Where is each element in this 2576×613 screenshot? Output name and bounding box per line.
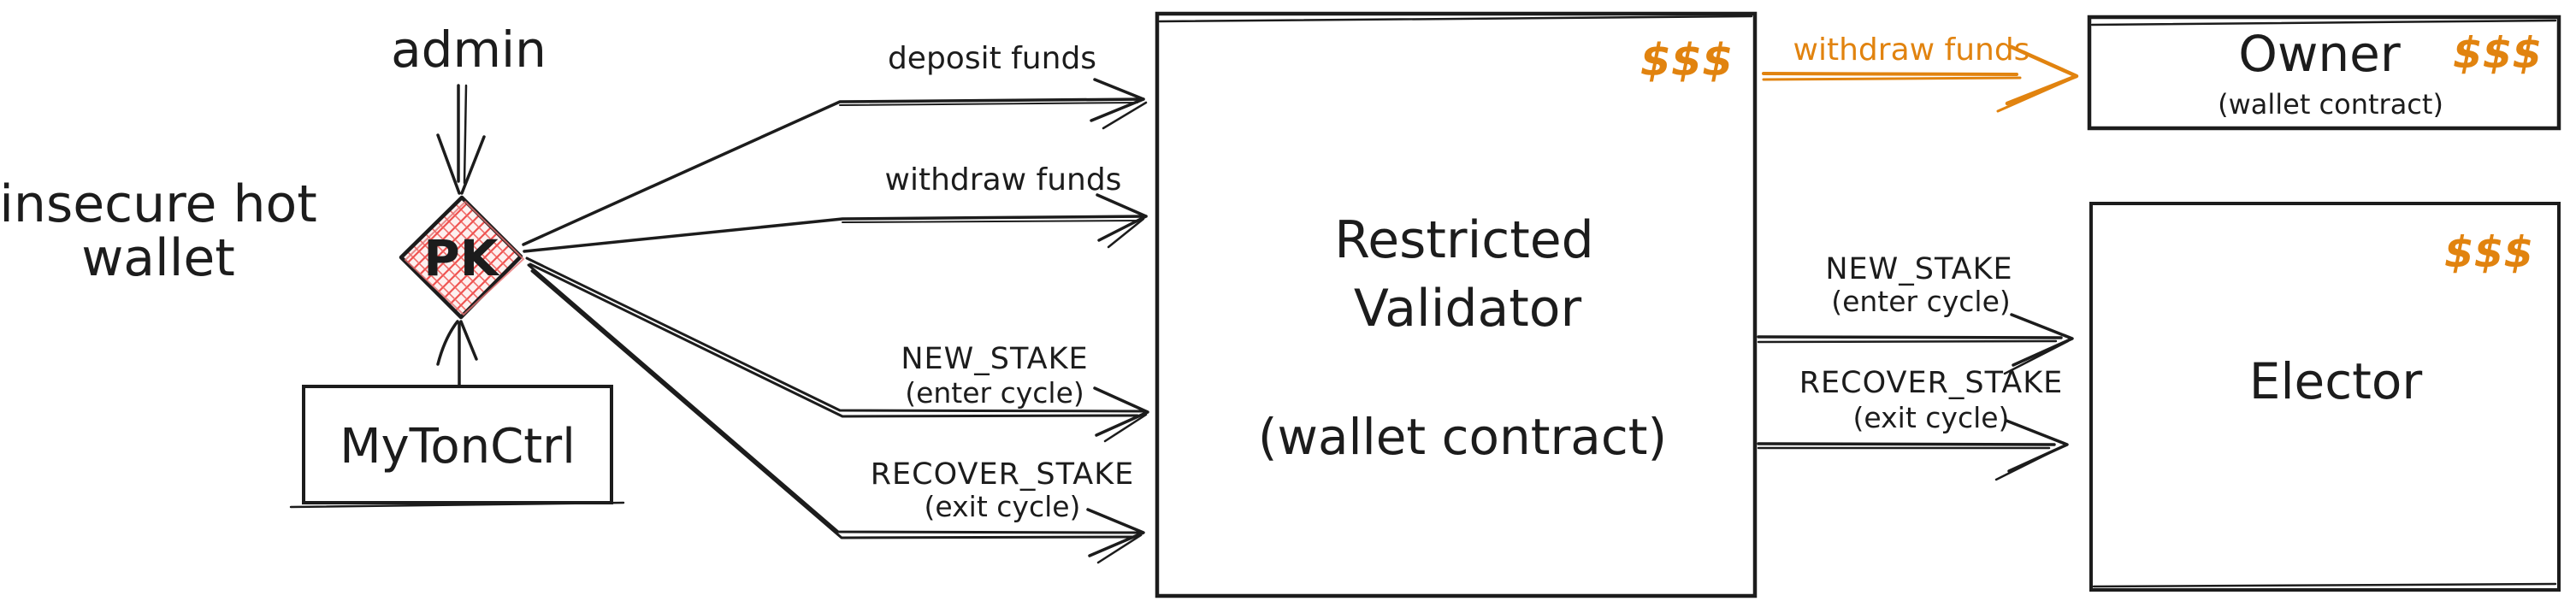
pk-node: PK [399,195,525,320]
new-stake-label: NEW_STAKE [901,342,1088,376]
insecure-hot-wallet-label-line2: wallet [81,228,235,288]
mytonctrl-box-sketch-line [289,501,625,509]
elector-new-stake-label: NEW_STAKE [1825,252,2012,286]
elector-enter-cycle-label: (enter cycle) [1831,285,2011,318]
edge-elector-new-stake [1757,313,2074,375]
validator-box [1155,11,1758,598]
owner-node: Owner $$$ (wallet contract) [2087,15,2561,131]
owner-money-badge: $$$ [2453,28,2542,78]
owner-withdraw-funds-label: withdraw funds [1793,32,2030,68]
elector-recover-stake-label: RECOVER_STAKE [1799,366,2064,400]
withdraw-funds-label: withdraw funds [885,162,1122,197]
validator-node: Restricted Validator (wallet contract) $… [1155,11,1758,598]
pk-diamond-sketch-line [404,200,525,316]
mytonctrl-to-pk-arrow [436,320,478,388]
edge-owner-withdraw [1762,44,2079,113]
validator-box-sketch-line [1158,15,1753,23]
edge-elector-recover-stake [1757,419,2069,481]
enter-cycle-label: (enter cycle) [905,376,1084,410]
exit-cycle-label: (exit cycle) [925,490,1081,523]
mytonctrl-label: MyTonCtrl [340,419,576,474]
edge-withdraw-funds [523,193,1148,253]
elector-name: Elector [2249,352,2423,410]
elector-exit-cycle-label: (exit cycle) [1853,401,2010,434]
owner-name: Owner [2238,25,2401,83]
owner-box [2087,15,2561,131]
validator-type-label: (wallet contract) [1258,408,1667,466]
admin-to-pk-arrow [436,84,486,195]
edge-new-stake [525,256,1149,443]
deposit-funds-label: deposit funds [888,41,1096,76]
owner-type-label: (wallet contract) [2218,88,2443,121]
mytonctrl-node: MyTonCtrl [289,385,625,509]
elector-money-badge: $$$ [2444,227,2533,277]
edge-recover-stake [527,263,1145,564]
elector-box [2089,202,2561,592]
elector-node: $$$ Elector [2089,202,2561,592]
recover-stake-label: RECOVER_STAKE [871,457,1135,492]
insecure-hot-wallet-label-line1: insecure hot [0,174,317,234]
edge-deposit-funds [522,78,1148,246]
pk-label: PK [423,229,500,287]
validator-money-badge: $$$ [1640,35,1734,86]
owner-box-sketch-line [2090,19,2557,27]
validator-name-line1: Restricted [1334,210,1594,270]
elector-box-sketch-line [2092,582,2557,588]
validator-name-line2: Validator [1354,279,1582,339]
admin-label: admin [391,21,547,79]
mytonctrl-box [302,385,613,504]
